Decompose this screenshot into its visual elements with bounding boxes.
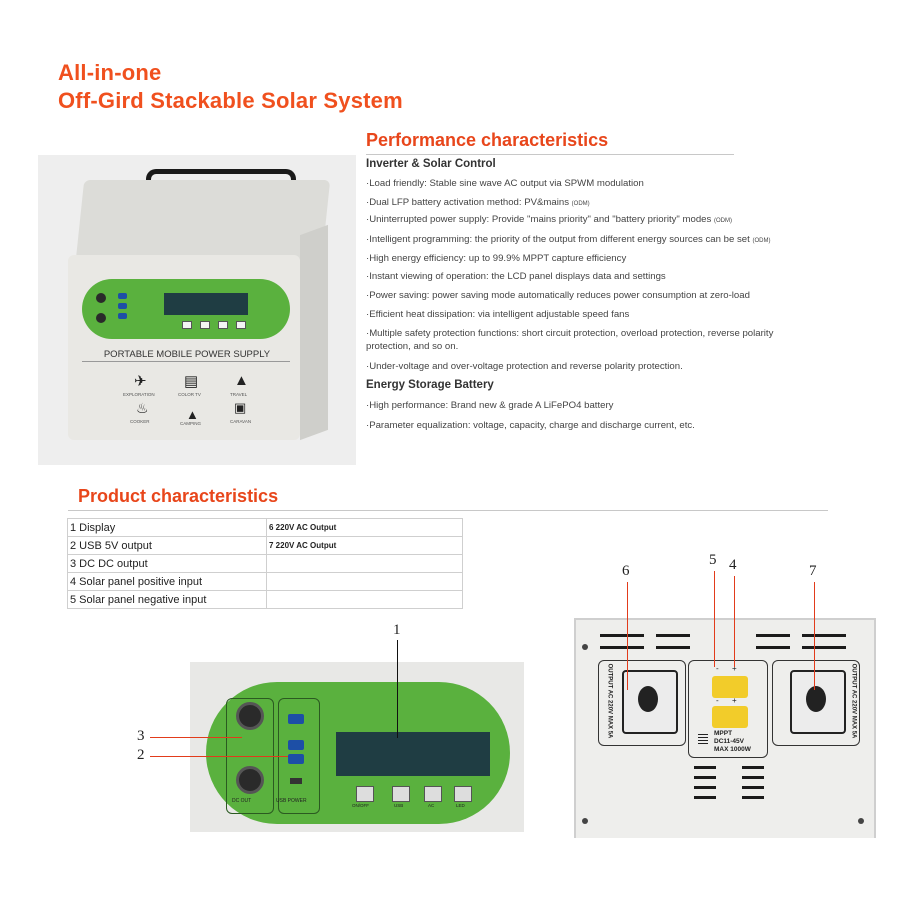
exploration-icon: ✈ [134, 373, 147, 390]
callout-3: 3 [137, 728, 145, 744]
dc-port-2 [236, 766, 264, 794]
lcd-display [164, 293, 248, 315]
solar-input-plug [712, 676, 748, 698]
inverter-subtitle: Inverter & Solar Control [366, 158, 496, 170]
front-label: PORTABLE MOBILE POWER SUPPLY [103, 349, 271, 360]
feature-item: ·Efficient heat dissipation: via intelli… [366, 309, 630, 320]
feature-item: ·Load friendly: Stable sine wave AC outp… [366, 178, 644, 189]
table-row: 5 Solar panel negative input [67, 590, 463, 609]
feature-item: ·Dual LFP battery activation method: PV&… [366, 197, 590, 208]
ac-outlet-right [790, 670, 846, 734]
caravan-icon: ▣ [234, 400, 247, 415]
cooker-icon: ♨ [136, 400, 149, 416]
product-table: 1 Display 6 220V AC Output 2 USB 5V outp… [67, 518, 463, 609]
usb-port [288, 740, 304, 750]
callout-1: 1 [393, 622, 401, 638]
led-button [454, 786, 472, 802]
performance-heading: Performance characteristics [366, 130, 609, 150]
control-panel [82, 279, 290, 339]
page-title-line1: All-in-one [58, 60, 162, 85]
performance-rule [366, 154, 734, 155]
product-rule [68, 510, 828, 511]
ac-outlet-left [622, 670, 678, 734]
callout-4: 4 [729, 557, 737, 573]
dc-port-1 [236, 702, 264, 730]
usb-port [288, 714, 304, 724]
power-button [356, 786, 374, 802]
callout-2: 2 [137, 747, 145, 763]
callout-5: 5 [709, 552, 717, 568]
battery-subtitle: Energy Storage Battery [366, 379, 494, 391]
battery-feature-item: ·Parameter equalization: voltage, capaci… [366, 420, 695, 431]
table-row: 1 Display 6 220V AC Output [67, 518, 463, 537]
output-right-label: OUTPUT AC 220V MAX 5A [850, 663, 857, 739]
travel-icon: ▲ [234, 372, 249, 389]
feature-item: ·Intelligent programming: the priority o… [366, 234, 771, 245]
output-left-label: OUTPUT AC 220V MAX 5A [606, 663, 613, 739]
front-closeup: DC OUT USB POWER ON/OFF USB AC LED [190, 662, 524, 832]
mppt-icon [698, 734, 708, 744]
callout-6: 6 [622, 563, 630, 579]
camping-icon: ▲ [186, 407, 199, 422]
closeup-lcd [336, 732, 490, 776]
feature-item: ·Multiple safety protection functions: s… [366, 328, 774, 352]
table-row: 4 Solar panel positive input [67, 572, 463, 591]
tv-icon: ▤ [184, 373, 199, 390]
solar-input-plug [712, 706, 748, 728]
table-row: 3 DC DC output [67, 554, 463, 573]
feature-item: ·High energy efficiency: up to 99.9% MPP… [366, 253, 627, 264]
feature-item: ·Instant viewing of operation: the LCD p… [366, 271, 666, 282]
feature-item: ·Uninterrupted power supply: Provide "ma… [366, 214, 732, 225]
usb-button [392, 786, 410, 802]
closeup-panel: DC OUT USB POWER ON/OFF USB AC LED [206, 682, 510, 824]
product-photo: PORTABLE MOBILE POWER SUPPLY ✈ ▤ ▲ EXPLO… [38, 155, 356, 465]
callout-7: 7 [809, 563, 817, 579]
battery-feature-item: ·High performance: Brand new & grade A L… [366, 400, 614, 411]
table-row: 2 USB 5V output 7 220V AC Output [67, 536, 463, 555]
feature-item: ·Power saving: power saving mode automat… [366, 290, 750, 301]
rear-panel: OUTPUT AC 220V MAX 5A - + - + MPPT DC11-… [574, 618, 876, 838]
usb-port [288, 754, 304, 764]
product-heading: Product characteristics [78, 486, 279, 506]
feature-item: ·Under-voltage and over-voltage protecti… [366, 361, 683, 372]
ac-button [424, 786, 442, 802]
page-title-line2: Off-Gird Stackable Solar System [58, 88, 403, 113]
